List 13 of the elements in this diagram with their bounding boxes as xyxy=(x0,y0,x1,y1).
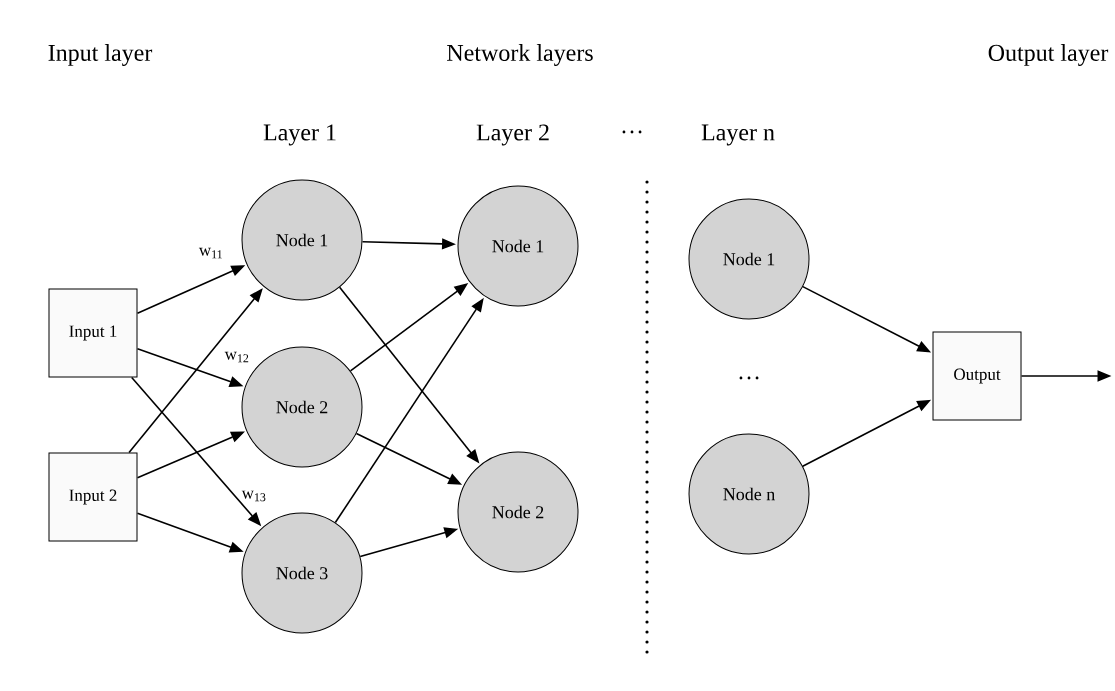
ellipsis: … xyxy=(739,376,759,380)
edge-label: w$_{11}$ xyxy=(198,247,222,259)
edge-label: w$_{13}$ xyxy=(241,490,266,502)
output-box: Output xyxy=(932,331,1022,421)
input-box: Input 1 xyxy=(48,288,138,378)
section-heading: Output layer xyxy=(988,44,1109,66)
section-heading: Network layers xyxy=(447,44,593,66)
section-heading: Input layer xyxy=(48,44,153,66)
layer-heading: Layer n xyxy=(701,124,775,146)
input-box: Input 2 xyxy=(48,452,138,542)
layer-heading: Layer 1 xyxy=(263,124,336,146)
ellipsis: … xyxy=(622,130,642,134)
layer-heading: Layer 2 xyxy=(476,124,549,146)
